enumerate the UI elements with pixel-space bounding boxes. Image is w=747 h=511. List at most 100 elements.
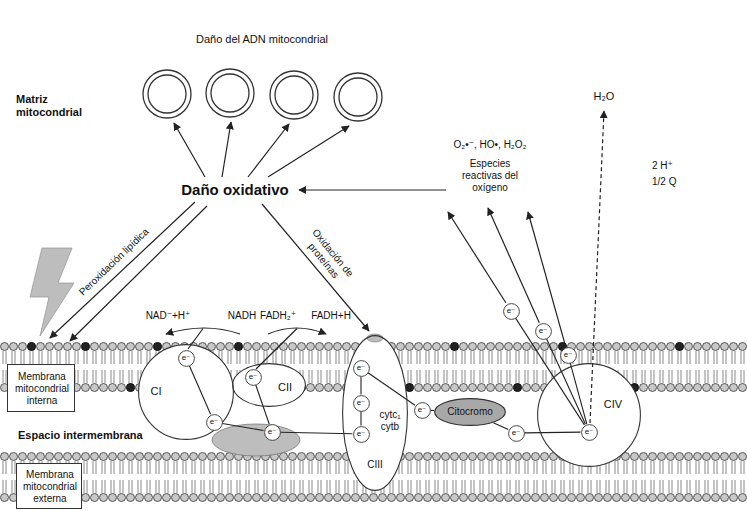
- electron-circle: e⁻: [245, 369, 262, 386]
- electron-path: [524, 432, 580, 434]
- region-label: Matriz mitocondrial: [16, 93, 96, 119]
- electron-circle: e⁻: [414, 402, 431, 419]
- complex-fills: [139, 336, 641, 491]
- substrate-label: FADH+H: [311, 310, 351, 322]
- electron-circle: e⁻: [353, 360, 370, 377]
- electron-path: [570, 363, 587, 424]
- electron-circle: e⁻: [508, 425, 525, 442]
- electron-circle: e⁻: [560, 347, 577, 364]
- complex-i-circle: CI e⁻ e⁻: [138, 344, 234, 440]
- arrow-label: Peroxidación lipídica: [77, 226, 152, 298]
- electron-label: e⁻: [357, 363, 366, 373]
- complex-ii-ellipse: CII e⁻: [232, 363, 306, 407]
- complex-fill: [343, 336, 408, 491]
- outline-shape: [264, 424, 280, 440]
- electron-label: e⁻: [268, 427, 277, 437]
- complex-fill: [233, 364, 306, 407]
- electron-label: e⁻: [539, 326, 548, 336]
- electron-path: [222, 423, 263, 430]
- electron-path: [547, 339, 586, 425]
- complex-fill: [435, 399, 506, 426]
- substrate-label: NADH: [228, 310, 256, 322]
- electron-circle: e⁻: [503, 303, 520, 320]
- electron-path: [280, 432, 352, 434]
- electron-circle: e⁻: [206, 414, 223, 431]
- central-label: Daño oxidativo: [181, 181, 289, 199]
- electron-path: [493, 423, 508, 430]
- electron-label: e⁻: [210, 417, 219, 427]
- outline-shape: [503, 303, 519, 319]
- outline-shape: [353, 360, 369, 376]
- node-label: CIII: [367, 459, 383, 471]
- complex-iii-ellipse: cytc₁ cytbCIII e⁻ e⁻ e⁻: [342, 335, 408, 491]
- product-label: H₂O: [594, 90, 615, 103]
- arrow-label: Oxidación de proteínas: [298, 225, 357, 290]
- outline-shape: [508, 425, 524, 441]
- electron-label: e⁻: [507, 306, 516, 316]
- outline-shape: [206, 414, 222, 430]
- node-label: cytc₁ cytb: [376, 409, 404, 433]
- outline-shape: [538, 364, 641, 467]
- node-label: Membrana mitocondrial interna: [11, 371, 73, 407]
- electron-circle: e⁻: [535, 323, 552, 340]
- outline-shape: [343, 336, 408, 491]
- electron-label: e⁻: [357, 398, 366, 408]
- substrate-label: NAD⁻+H⁺: [146, 310, 191, 322]
- electron-label: e⁻: [585, 427, 594, 437]
- node-label: Citocromo: [447, 406, 493, 418]
- complex-iv-circle: CIV e⁻: [537, 363, 641, 467]
- outline-shape: [233, 364, 306, 407]
- electron-circle: e⁻: [353, 395, 370, 412]
- electron-label: e⁻: [182, 353, 191, 363]
- arrows: [50, 111, 604, 423]
- cytochrome-ellipse: Citocromo: [434, 398, 506, 426]
- substrate-label: FADH₂⁺: [260, 310, 296, 322]
- electron-path: [256, 385, 269, 424]
- electron-label: e⁻: [357, 429, 366, 439]
- gray-carrier-shape: [212, 424, 300, 456]
- outline-shape: [353, 395, 369, 411]
- electron-label: e⁻: [249, 372, 258, 382]
- node-label: CII: [278, 381, 292, 394]
- electron-circle: e⁻: [581, 424, 598, 441]
- complex-fill: [538, 364, 641, 467]
- outline-shape: [139, 345, 234, 440]
- outline-shape: [414, 402, 430, 418]
- electron-path: [360, 377, 361, 395]
- outline-shape: [435, 399, 506, 426]
- outline-shape: [581, 424, 597, 440]
- electron-path: [189, 366, 210, 414]
- electron-path: [360, 412, 361, 426]
- ros-label: Especies reactivas del oxígeno: [452, 158, 528, 194]
- electron-path: [368, 373, 415, 405]
- electron-label: e⁻: [512, 428, 521, 438]
- electron-circle: e⁻: [178, 350, 195, 367]
- electron-path: [516, 318, 585, 425]
- lightning-bolt: [30, 248, 74, 336]
- electron-circle: e⁻: [353, 426, 370, 443]
- ros-formula: O₂•⁻, HO•, H₂O₂: [454, 139, 527, 151]
- electron-label: e⁻: [564, 350, 573, 360]
- electron-label: e⁻: [418, 405, 427, 415]
- node-label: Membrana mitocondrial externa: [20, 469, 80, 505]
- region-label: Espacio intermembrana: [18, 429, 143, 442]
- membrane-label-box: Membrana mitocondrial externa: [16, 463, 82, 509]
- outline-shape: [560, 347, 576, 363]
- outline-shape: [178, 350, 194, 366]
- membrane-label-box: Membrana mitocondrial interna: [7, 364, 75, 412]
- outline-shape: [535, 323, 551, 339]
- electron-path: [430, 410, 434, 411]
- complex-fill: [139, 345, 234, 440]
- reactant-label: 1/2 Q: [652, 176, 676, 188]
- node-label: CIV: [604, 398, 622, 411]
- complex-outline: [537, 363, 641, 467]
- reactant-label: 2 H⁺: [652, 160, 673, 172]
- outline-shape: [245, 369, 261, 385]
- dna-damage-label: Daño del ADN mitocondrial: [196, 33, 328, 46]
- node-label: CI: [151, 385, 162, 398]
- electron-circle: e⁻: [264, 424, 281, 441]
- mitochondrial-dna-circles: [143, 69, 382, 121]
- complex-outline: [232, 363, 306, 407]
